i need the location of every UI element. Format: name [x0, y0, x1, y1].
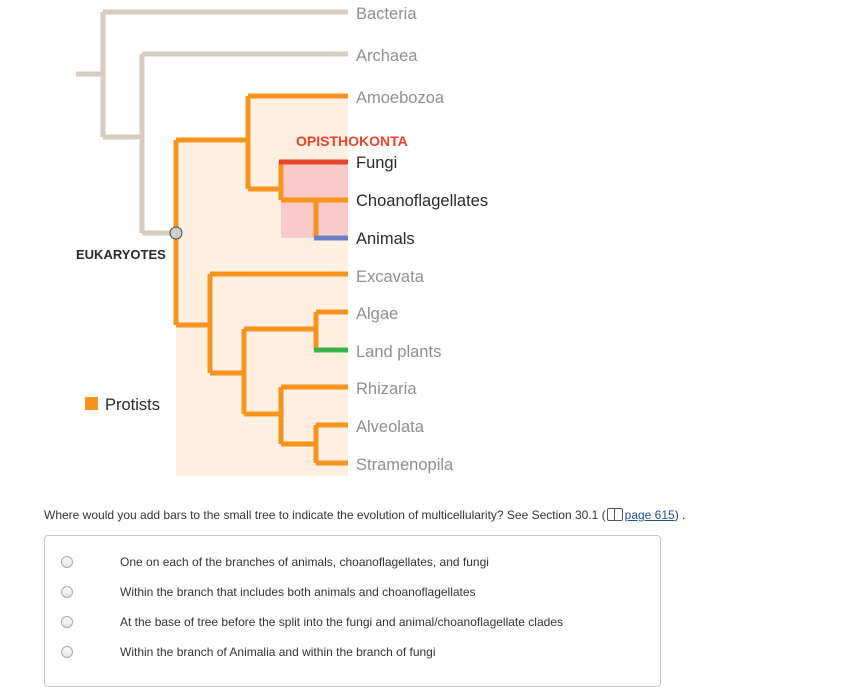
answer-choices: One on each of the branches of animals, … [44, 535, 661, 687]
choice-option-1[interactable]: One on each of the branches of animals, … [45, 552, 660, 574]
choice-option-2[interactable]: Within the branch that includes both ani… [45, 582, 660, 604]
choice-option-3[interactable]: At the base of tree before the split int… [45, 612, 660, 634]
question-prompt: Where would you add bars to the small tr… [44, 508, 606, 522]
radio-button[interactable] [61, 616, 73, 628]
choice-label: One on each of the branches of animals, … [120, 555, 489, 569]
radio-button[interactable] [61, 556, 73, 568]
taxon-label-archaea: Archaea [356, 47, 418, 65]
eukaryote-node-marker [169, 226, 183, 240]
eukaryote-branches [173, 93, 348, 466]
taxon-label-stramenopila: Stramenopila [356, 456, 454, 474]
taxon-label-choanoflagellates: Choanoflagellates [356, 192, 488, 210]
book-icon [606, 508, 623, 521]
radio-button[interactable] [61, 586, 73, 598]
taxon-label-excavata: Excavata [356, 268, 425, 286]
radio-button[interactable] [61, 646, 73, 658]
taxon-label-amoebozoa: Amoebozoa [356, 89, 445, 107]
opisthokonta-label: OPISTHOKONTA [296, 133, 408, 149]
protist-shaded-region [176, 96, 348, 476]
choice-label: Within the branch that includes both ani… [120, 585, 476, 599]
choice-label: Within the branch of Animalia and within… [120, 645, 436, 659]
taxon-label-algae: Algae [356, 305, 398, 323]
taxon-label-bacteria: Bacteria [356, 5, 417, 23]
taxon-label-land-plants: Land plants [356, 343, 441, 361]
page-link[interactable]: page 615 [624, 508, 675, 522]
legend-swatch-protists [85, 397, 98, 410]
choice-option-4[interactable]: Within the branch of Animalia and within… [45, 642, 660, 664]
question-suffix: ) . [674, 508, 686, 522]
taxon-label-animals: Animals [356, 230, 415, 248]
choice-label: At the base of tree before the split int… [120, 615, 563, 629]
phylogenetic-tree: Bacteria Archaea Amoebozoa OPISTHOKONTA … [76, 5, 488, 476]
question-text: Where would you add bars to the small tr… [44, 508, 685, 522]
taxon-label-alveolata: Alveolata [356, 418, 425, 436]
eukaryotes-label: EUKARYOTES [76, 247, 166, 262]
legend-label-protists: Protists [105, 396, 160, 414]
taxon-label-rhizaria: Rhizaria [356, 380, 417, 398]
taxon-label-fungi: Fungi [356, 154, 397, 172]
